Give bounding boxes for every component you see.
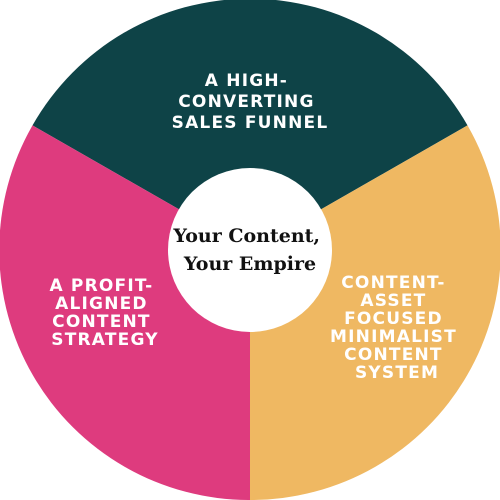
segment-sales-funnel [32,0,468,250]
center-hub [168,168,332,332]
segment-content-system-label: CONTENT- ASSET FOCUSED MINIMALIST CONTEN… [330,273,464,383]
segment-sales-funnel-label: A HIGH- CONVERTING SALES FUNNEL [172,71,329,133]
center-title: Your Content, Your Empire [172,225,326,275]
segment-content-strategy-label: A PROFIT- ALIGNED CONTENT STRATEGY [49,276,160,350]
